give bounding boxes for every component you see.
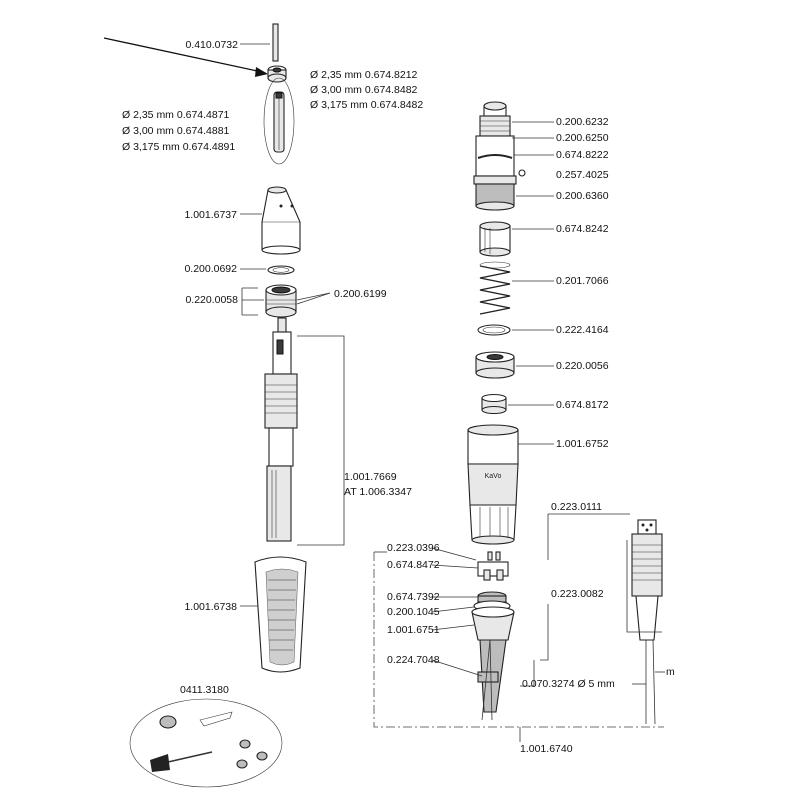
label-rod: 0.410.0732 (185, 39, 238, 51)
label-r3: 0.674.8222 (556, 149, 609, 161)
label-r8: 0.222.4164 (556, 324, 609, 336)
label-r10: 0.674.8172 (556, 399, 609, 411)
label-c1: 0.223.0396 (387, 542, 440, 554)
label-collet-1: Ø 2,35 mm 0.674.4871 (122, 109, 230, 121)
motor-head-part (473, 101, 517, 211)
snap-ring-part (477, 324, 511, 336)
label-c5: 1.001.6751 (387, 624, 440, 636)
label-r2: 0.200.6250 (556, 132, 609, 144)
o-ring-part (267, 265, 295, 275)
housing-brand-mark: KaVo (485, 473, 502, 480)
housing-part (467, 424, 519, 545)
label-cable-sleeve: 0.223.0082 (551, 588, 604, 600)
label-r9: 0.220.0056 (556, 360, 609, 372)
label-c6: 0.224.7048 (387, 654, 440, 666)
shaft-part (264, 317, 298, 542)
plug-part (631, 519, 663, 725)
label-bushing: 0.220.0058 (185, 294, 238, 306)
label-c3: 0.674.7392 (387, 591, 440, 603)
label-collet-3: Ø 3,175 mm 0.674.4891 (122, 141, 235, 153)
bearing-part (475, 351, 515, 379)
sleeve-part (479, 221, 511, 257)
label-shaft-1: 1.001.7669 (344, 471, 397, 483)
label-r5: 0.200.6360 (556, 190, 609, 202)
label-collet-2: Ø 3,00 mm 0.674.4881 (122, 125, 230, 137)
label-r7: 0.201.7066 (556, 275, 609, 287)
label-ring: 0.200.0692 (184, 263, 237, 275)
nose-cap-part (261, 186, 301, 255)
label-shaft-2: AT 1.006.3347 (344, 486, 412, 498)
connector-assembly-part (471, 551, 515, 721)
bushing-part (265, 284, 297, 318)
spacer-part (481, 393, 507, 415)
grip-sleeve-part (254, 556, 307, 673)
collet-part (263, 77, 295, 165)
label-grip-sleeve: 1.001.6738 (184, 601, 237, 613)
label-cable: 0.070.3274 Ø 5 mm (522, 678, 615, 690)
label-insert-1: Ø 2,35 mm 0.674.8212 (310, 69, 418, 81)
label-insert-2: Ø 3,00 mm 0.674.8482 (310, 84, 418, 96)
label-kit: 0411.3180 (180, 684, 229, 696)
label-cable-letter: m (666, 666, 675, 678)
spring-part (479, 261, 511, 315)
label-r6: 0.674.8242 (556, 223, 609, 235)
pointer-arrow (103, 37, 268, 77)
rod-part (272, 23, 279, 62)
label-r11: 1.001.6752 (556, 438, 609, 450)
label-plug: 0.223.0111 (551, 501, 602, 513)
label-assembly: 1.001.6740 (520, 743, 573, 755)
insert-ring-part (267, 65, 287, 83)
label-r1: 0.200.6232 (556, 116, 609, 128)
label-nose-cap: 1.001.6737 (184, 209, 237, 221)
label-r4: 0.257.4025 (556, 169, 609, 181)
accessory-kit (129, 698, 283, 788)
label-bushing-pins: 0.200.6199 (334, 288, 387, 300)
label-c2: 0.674.8472 (387, 559, 440, 571)
label-c4: 0.200.1045 (387, 606, 440, 618)
label-insert-3: Ø 3,175 mm 0.674.8482 (310, 99, 423, 111)
